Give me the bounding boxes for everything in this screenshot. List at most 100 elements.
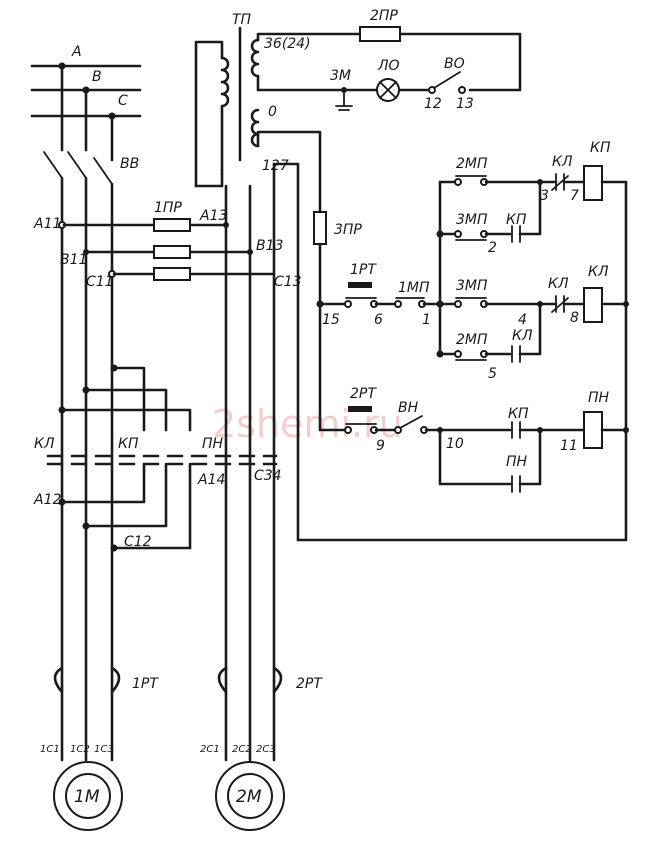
m1-terminal-2: 1С2 (70, 744, 90, 755)
fuse-3pr (313, 211, 327, 245)
control-circuit: 3ПР 15 1РТ 6 1МП 1 2МП 3 КЛ (256, 130, 629, 493)
mp2-mid-contact-a (454, 350, 462, 358)
m2-thermal-label: 2РТ (296, 676, 323, 692)
node-a14-label: A14 (197, 472, 225, 488)
kp-jumper-c (112, 366, 146, 432)
kp-return-b (84, 462, 168, 528)
kp-return-a (60, 462, 146, 504)
primary-lead-top (194, 40, 224, 188)
lamp-feed (256, 74, 378, 92)
motor-2-feeders: ПН A14 C34 (197, 162, 628, 762)
hold-mid-wire-c (518, 302, 542, 356)
primary-return (194, 168, 224, 188)
return-node-mid (623, 301, 629, 307)
mp2-top-contact-a (454, 178, 462, 186)
power-fuses: 1ПР A11 B11 C11 A13 B13 C13 (33, 176, 302, 762)
switch-blade-b (67, 151, 87, 179)
phase-c-label: C (118, 93, 128, 109)
kp-series-label: КП (508, 406, 529, 422)
thermal-1rt-element (348, 282, 372, 288)
lamp-label: ЛО (377, 58, 400, 74)
rt2-contact-a (344, 426, 352, 434)
fuse-1pr-a (153, 218, 191, 232)
pn-hold-wire-a (438, 428, 512, 486)
node-9-label: 9 (376, 438, 385, 454)
kl-hold-label: КЛ (512, 328, 533, 344)
node-15-label: 15 (322, 312, 340, 328)
m1-terminal-3: 1С3 (94, 744, 114, 755)
control-feed (256, 130, 322, 214)
m2-terminal-1: 2С1 (200, 744, 220, 755)
kl-nc-top-label: КЛ (552, 154, 573, 170)
coil-kl (583, 287, 603, 323)
node-11-label: 11 (560, 438, 578, 454)
coil-kp (583, 165, 603, 201)
thermal-2rt-label: 2РТ (350, 386, 377, 402)
kl-nc-slash (551, 175, 569, 191)
node-b11-label: B11 (60, 252, 87, 268)
fuse-1pr-b (153, 245, 191, 259)
mp3-top-contact-a (454, 230, 462, 238)
coil-pn-label: ПН (588, 390, 610, 406)
motor-2: 2РТ 2С1 2С2 2С3 2М (200, 666, 323, 831)
btn-2mp-mid-label: 2МП (456, 332, 488, 348)
tap-zero-label: 0 (268, 104, 277, 120)
m1-terminal-1: 1С1 (40, 744, 60, 755)
kp-return-node-b (82, 522, 90, 530)
lamp-circuit: 2ПР 3М ЛО ВО 12 13 (256, 8, 522, 112)
kp-jumper-b (84, 388, 168, 432)
node-c34-label: C34 (254, 468, 282, 484)
mp3-mid-contact-a (454, 300, 462, 308)
thermal-2rt-element (348, 406, 372, 412)
fuse-2pr (359, 26, 401, 42)
fuse-3pr-label: 3ПР (334, 222, 362, 238)
pn-hold-label: ПН (506, 454, 528, 470)
motor-1m-inner (65, 773, 111, 819)
node-8-label: 8 (570, 310, 579, 326)
hold-top-wire-c (518, 180, 542, 236)
node-5-label: 5 (488, 366, 497, 382)
kp-nc-slash (551, 297, 569, 313)
phase-b-label: B (92, 69, 102, 85)
motor-2m-label: 2М (236, 787, 262, 807)
node-10-label: 10 (446, 436, 464, 452)
lamp-loop-top (256, 32, 522, 92)
node-13-label: 13 (456, 96, 474, 112)
node-b13-label: B13 (256, 238, 283, 254)
motor-1: 1РТ 1С1 1С2 1С3 1М (40, 666, 159, 831)
btn-3mp-top-label: 3МП (456, 212, 488, 228)
node-6-label: 6 (374, 312, 383, 328)
m2-terminal-2: 2С2 (232, 744, 252, 755)
kp-nc-mid-label: КЛ (548, 276, 569, 292)
fuse-1pr-c (153, 267, 191, 281)
node-c12 (110, 544, 118, 552)
lamp-switch-blade (433, 71, 461, 89)
reversing-contactors: КЛ КП A12 C12 (33, 364, 278, 552)
node-3-label: 3 (540, 188, 549, 204)
phase-a-label: A (71, 44, 82, 60)
switch-blade-c (93, 157, 113, 185)
node-a12-label: A12 (33, 492, 61, 508)
transformer: ТП 36(24) 0 127 (194, 12, 311, 188)
main-switch: ВВ (43, 64, 139, 185)
node-c12-label: C12 (124, 534, 152, 550)
node-12-label: 12 (424, 96, 442, 112)
kp-contactor-label: КП (118, 436, 139, 452)
return-node-bot (623, 427, 629, 433)
node-c11-label: C11 (86, 274, 114, 290)
coil-pn (583, 411, 603, 449)
btn-vn-label: ВН (398, 400, 419, 416)
tap-low-label: 36(24) (264, 36, 311, 52)
motor-2m-inner (227, 773, 273, 819)
pn-hold-wire-b (518, 428, 542, 486)
node-a13-label: A13 (199, 208, 227, 224)
vn-blade (399, 415, 423, 429)
lamp-switch-label: ВО (444, 56, 465, 72)
switch-label: ВВ (120, 156, 139, 172)
m1-thermal-loop-right (110, 666, 121, 694)
primary-winding (220, 56, 230, 172)
rt1-contact-a (344, 300, 352, 308)
tap-high-label: 127 (262, 158, 289, 174)
node-7-label: 7 (570, 188, 579, 204)
